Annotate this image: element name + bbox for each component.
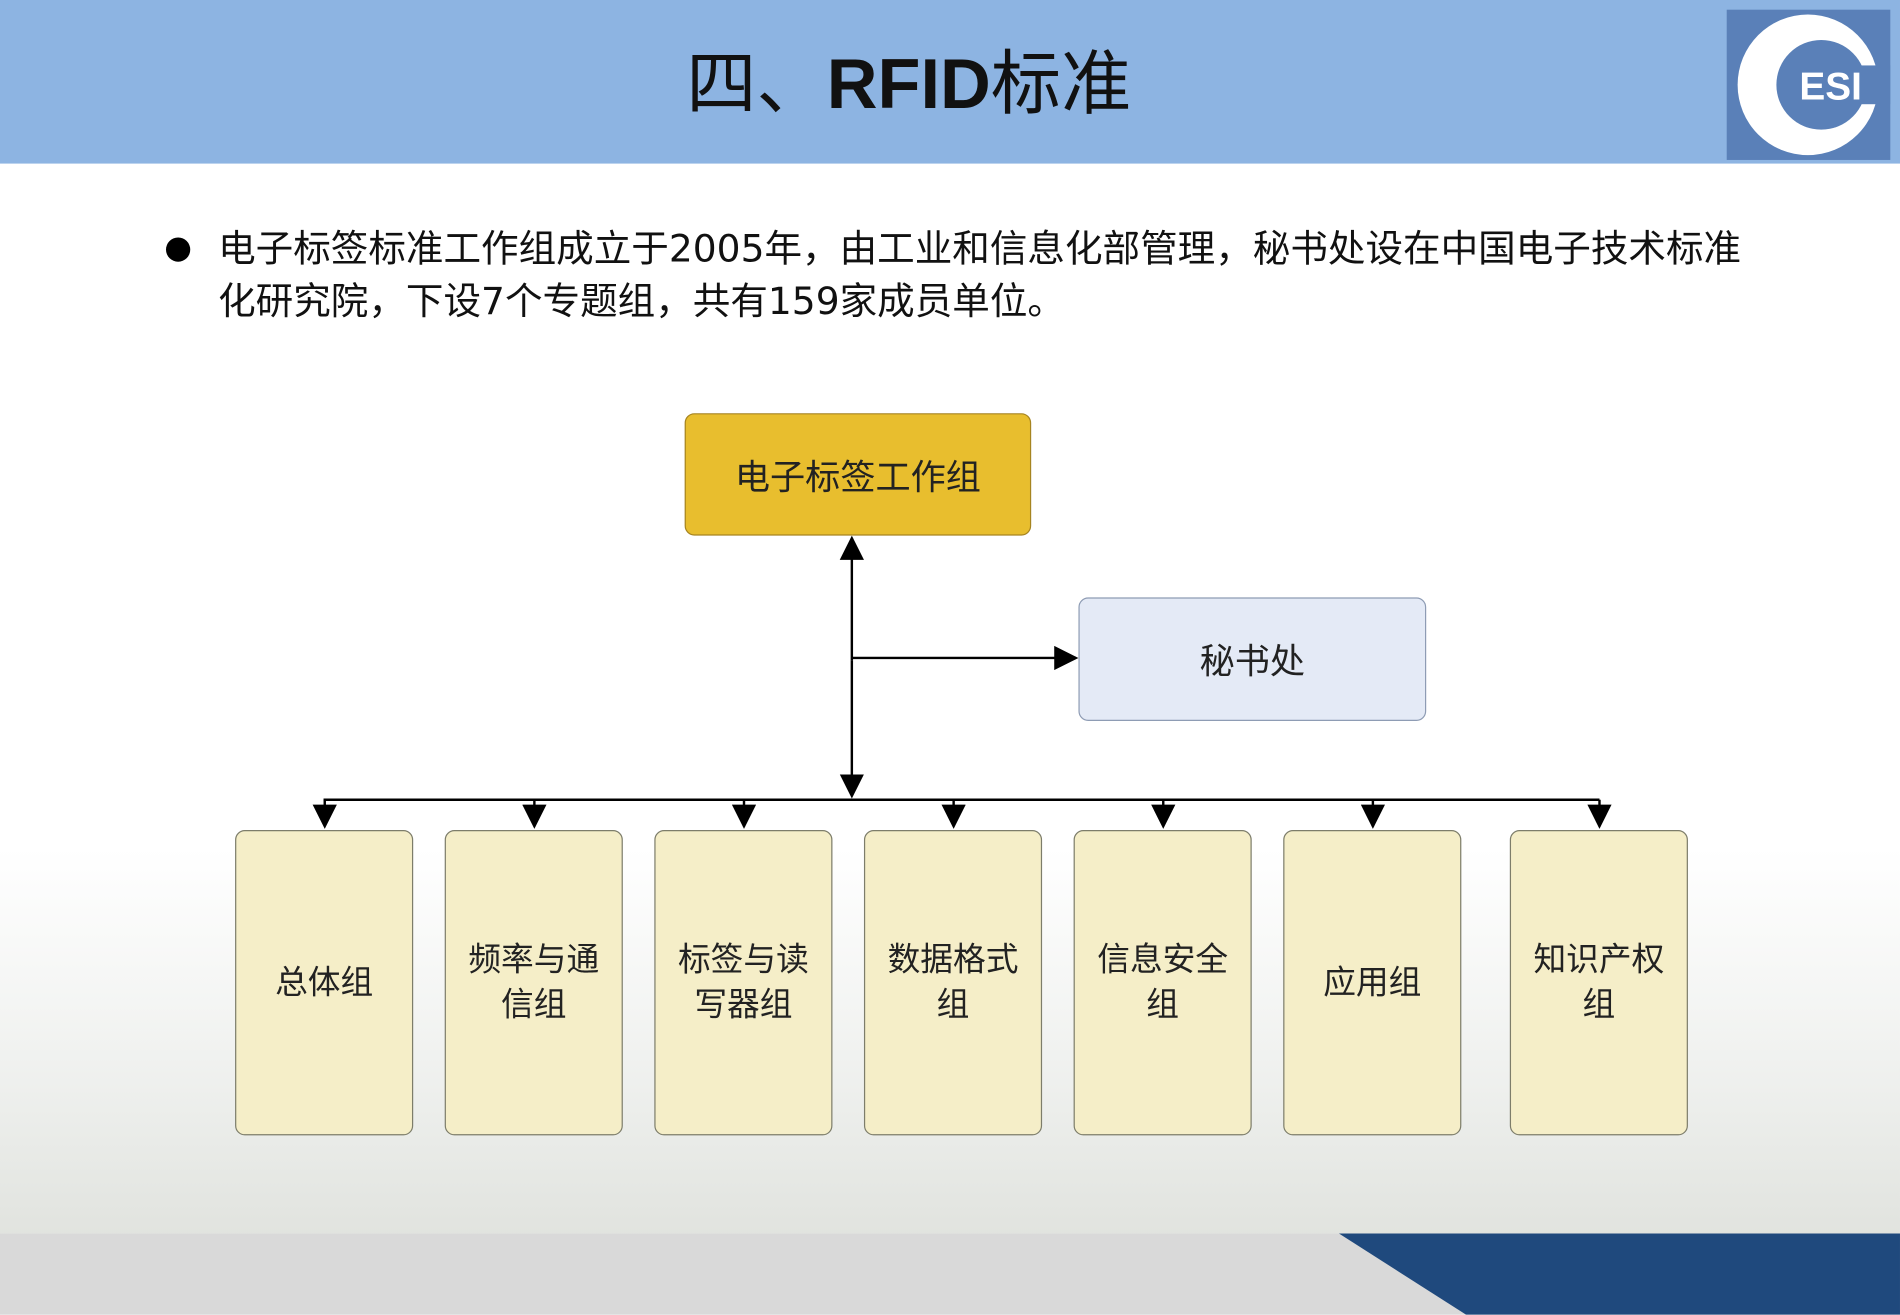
title-bold: RFID <box>826 44 991 124</box>
intro-paragraph: 电子标签标准工作组成立于2005年，由工业和信息化部管理，秘书处设在中国电子技术… <box>218 227 1742 324</box>
group-box: 应用组 <box>1283 830 1462 1136</box>
title-suffix: 标准 <box>990 42 1132 125</box>
footer-bar <box>0 1233 1900 1315</box>
footer-accent <box>1338 1233 1900 1315</box>
secretariat-box: 秘书处 <box>1078 597 1427 721</box>
group-label-line: 知识产权 <box>1533 941 1665 980</box>
group-box: 信息安全组 <box>1073 830 1252 1136</box>
group-label-line: 组 <box>1146 986 1180 1024</box>
group-box: 总体组 <box>235 830 414 1136</box>
bullet-icon <box>166 237 191 262</box>
svg-text:ESI: ESI <box>1799 65 1861 108</box>
group-label-line: 数据格式 <box>887 941 1019 980</box>
slide-title: 四、RFID标准 <box>0 27 1818 129</box>
group-box: 标签与读写器组 <box>654 830 833 1136</box>
group-label-line: 信组 <box>501 986 567 1024</box>
group-box: 知识产权组 <box>1509 830 1688 1136</box>
group-label-line: 标签与读 <box>677 941 809 980</box>
group-label-line: 组 <box>936 986 970 1024</box>
group-label-line: 信息安全 <box>1097 941 1229 980</box>
title-prefix: 四、 <box>686 42 827 125</box>
group-box: 频率与通信组 <box>444 830 623 1136</box>
group-label-line: 组 <box>1582 986 1616 1024</box>
header-bar: 四、RFID标准 ESI <box>0 0 1900 164</box>
root-box: 电子标签工作组 <box>684 413 1032 536</box>
group-label-line: 总体组 <box>275 963 374 1002</box>
group-label-line: 频率与通 <box>468 941 600 980</box>
group-box: 数据格式组 <box>863 830 1043 1136</box>
esi-logo: ESI <box>1726 9 1891 160</box>
group-label-line: 写器组 <box>694 986 793 1024</box>
group-label-line: 应用组 <box>1323 963 1422 1002</box>
